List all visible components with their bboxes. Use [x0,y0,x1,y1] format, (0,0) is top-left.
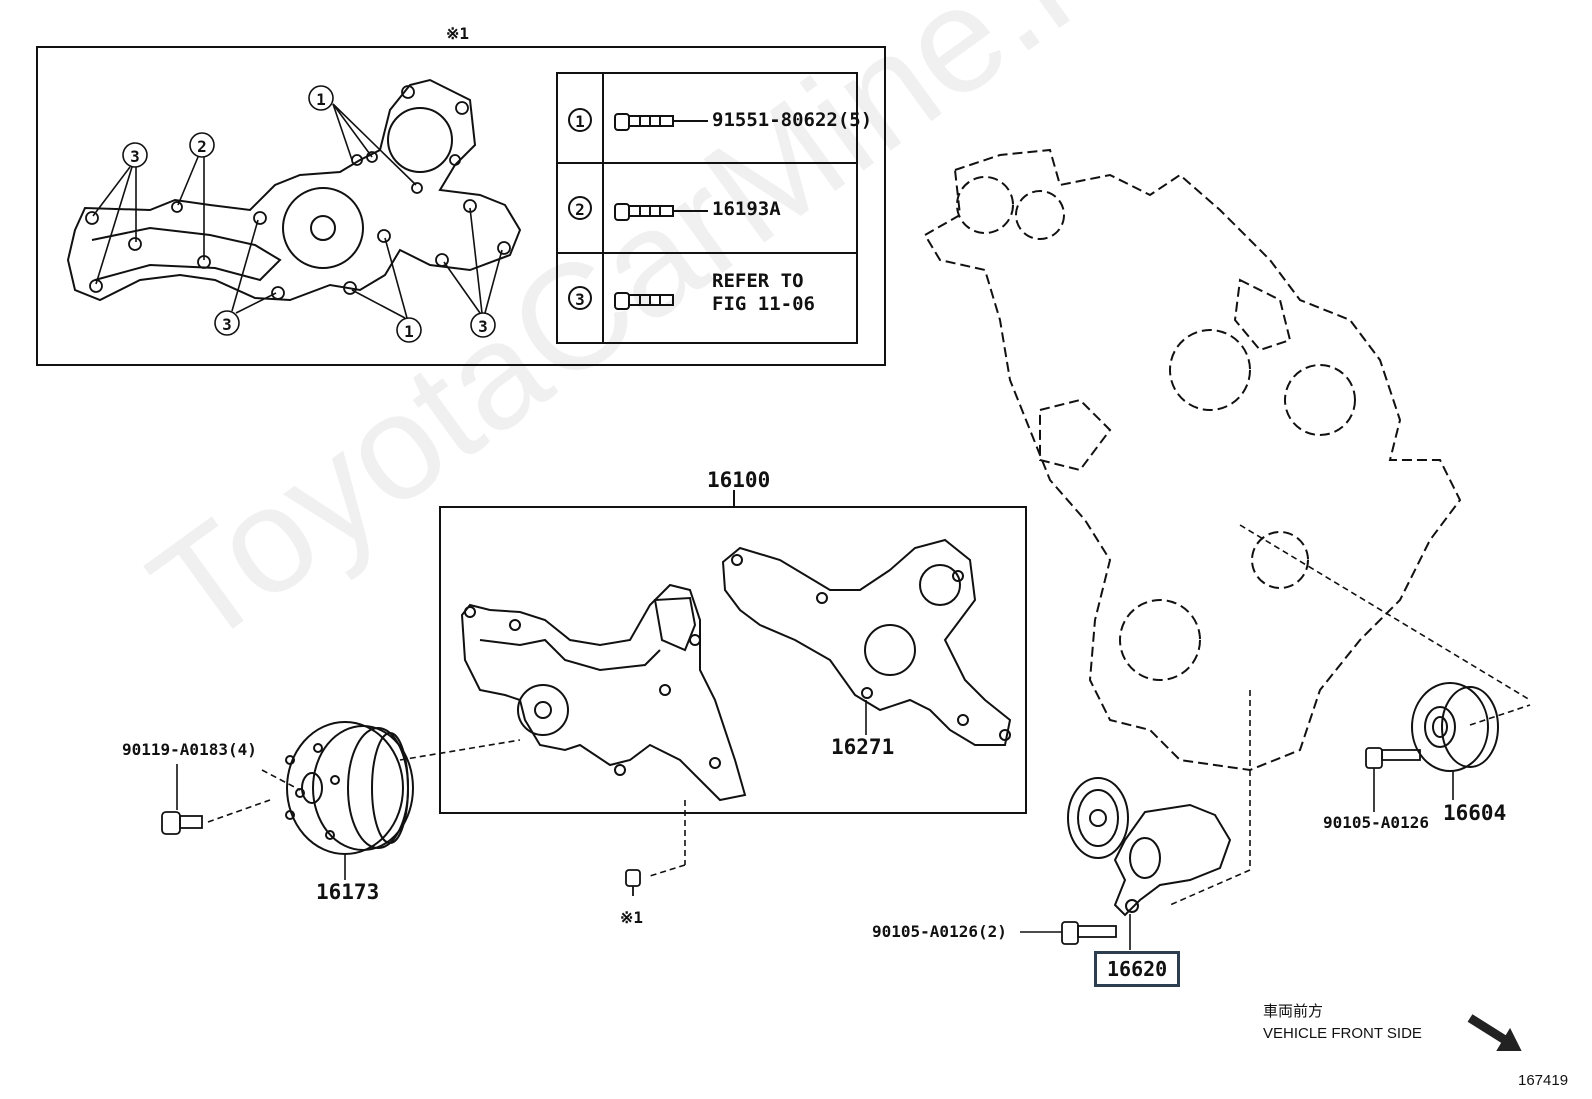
inset-pump-outline [66,78,522,302]
direction-en: VEHICLE FRONT SIDE [1263,1025,1422,1042]
tensioner-bolt-icon [1061,921,1117,945]
bolt-part-16193a: 16193A [712,198,781,220]
bolt-refer-line1: REFER TO [712,270,804,292]
gasket-16271 [721,538,1012,746]
dashed-leaders [207,524,1531,906]
label-90119: 90119-A0183(4) [122,740,257,759]
label-16173: 16173 [316,880,380,904]
pulley-16173 [285,721,414,855]
small-bolt-icon [625,869,641,896]
inset-callout-3a: 3 [130,147,140,166]
label-ref-mark-bottom: ※1 [620,908,644,927]
table-bolt-1-icon [614,113,708,131]
inset-callout-2: 2 [197,137,207,156]
front-arrow-icon [1467,1014,1522,1051]
water-pump-body [460,583,747,802]
table-bolt-3-icon [614,292,674,310]
inset-frame [36,46,886,366]
timing-cover-outline [923,148,1462,772]
pulley-bolt-icon [161,811,203,835]
label-90105-b: 90105-A0126(2) [872,922,1007,941]
tensioner-16620 [1067,777,1232,917]
figure-id: 167419 [1518,1072,1569,1089]
key-3-label: 3 [575,290,585,309]
inset-callout-1a: 1 [316,90,326,109]
idler-bolt-icon [1365,747,1421,769]
label-90105-a: 90105-A0126 [1323,813,1429,832]
inset-callouts [92,85,503,343]
key-circle-3 [568,286,592,310]
inset-callout-3c: 3 [478,317,488,336]
key-circle-2 [568,196,592,220]
label-16604: 16604 [1443,801,1507,825]
label-16100: 16100 [707,468,771,492]
bolt-table [556,72,858,344]
key-circle-1 [568,108,592,132]
key-2-label: 2 [575,200,585,219]
table-bolt-2-icon [614,203,708,221]
highlight-16620[interactable]: 16620 [1094,951,1181,987]
inset-ref-mark: ※1 [446,24,470,43]
inset-callout-1b: 1 [404,322,414,341]
bolt-part-91551: 91551-80622(5) [712,109,873,131]
idler-pulley-16604 [1411,682,1499,772]
inset-callout-3b: 3 [222,315,232,334]
key-1-label: 1 [575,112,585,131]
direction-jp: 車両前方 [1263,1003,1324,1020]
label-16271: 16271 [831,735,895,759]
bolt-refer-line2: FIG 11-06 [712,293,815,315]
